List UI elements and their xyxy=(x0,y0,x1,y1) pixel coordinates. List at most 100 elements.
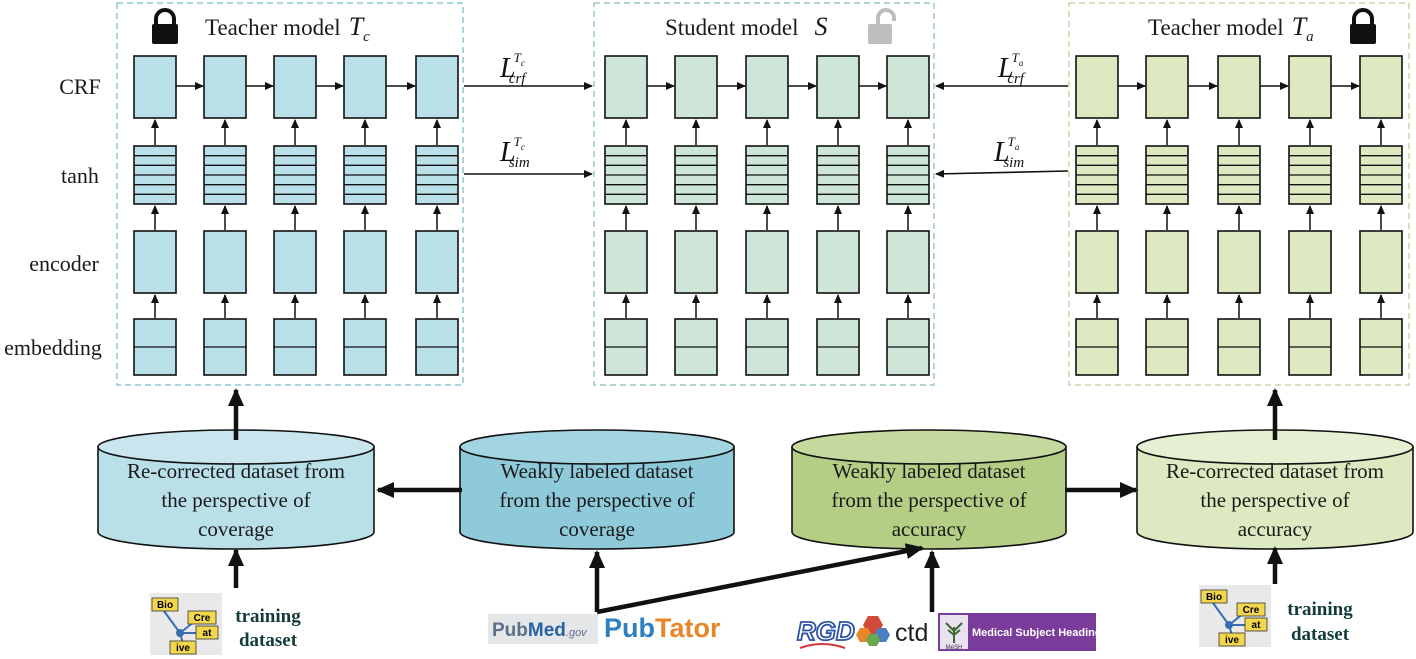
dataset-text-line: Re-corrected dataset from xyxy=(127,459,345,483)
encoder-cell xyxy=(604,230,648,294)
dataset-text-line: coverage xyxy=(198,517,274,541)
teacher-c-column xyxy=(343,55,416,376)
crf-cell xyxy=(1359,55,1403,119)
biocreative-logo: Bio Cre at ive xyxy=(150,593,222,655)
rgd-logo: RGD xyxy=(796,615,856,649)
dataset-text-line: accuracy xyxy=(892,517,967,541)
training-dataset-label-c: training xyxy=(235,606,301,627)
teacher-c-column xyxy=(415,55,459,376)
layer-label-crf: CRF xyxy=(59,74,101,99)
closed-lock-icon xyxy=(1350,8,1376,44)
svg-text:Cre: Cre xyxy=(1243,605,1260,616)
encoder-cell xyxy=(343,230,387,294)
student-column xyxy=(816,55,887,376)
svg-text:MeSH: MeSH xyxy=(946,645,963,651)
teacher-a-column xyxy=(1359,55,1403,376)
encoder-cell xyxy=(203,230,247,294)
layer-label-tanh: tanh xyxy=(61,163,99,188)
teacher-c-column xyxy=(273,55,344,376)
student-column xyxy=(886,55,930,376)
svg-text:Cre: Cre xyxy=(194,613,211,624)
dataset-text-line: the perspective of xyxy=(1200,488,1349,512)
encoder-cell xyxy=(1075,230,1119,294)
arrow-pub-to-weak-a xyxy=(596,543,924,615)
teacher-c-panel xyxy=(116,2,464,386)
dataset-text-line: from the perspective of xyxy=(831,488,1026,512)
encoder-cell xyxy=(1288,230,1332,294)
teacher-a-column xyxy=(1288,55,1360,376)
pubmed-logo: PubMed.gov xyxy=(488,614,598,644)
crf-cell xyxy=(203,55,247,119)
crf-cell xyxy=(1288,55,1332,119)
student-column xyxy=(745,55,817,376)
open-lock-icon xyxy=(868,8,896,44)
svg-text:ive: ive xyxy=(176,643,190,654)
svg-text:RGD: RGD xyxy=(797,616,855,646)
crf-cell xyxy=(674,55,718,119)
encoder-cell xyxy=(886,230,930,294)
model-cells xyxy=(133,55,1403,376)
crf-cell xyxy=(1075,55,1119,119)
training-dataset-label-c-2: dataset xyxy=(239,630,298,651)
student-column xyxy=(604,55,675,376)
ctd-logo: ctd xyxy=(856,616,928,647)
crf-cell xyxy=(1217,55,1261,119)
layer-label-embedding: embedding xyxy=(4,335,102,360)
encoder-cell xyxy=(273,230,317,294)
encoder-cell xyxy=(1145,230,1189,294)
layer-label-encoder: encoder xyxy=(29,251,99,276)
encoder-cell xyxy=(816,230,860,294)
dataset-text-line: Weakly labeled dataset xyxy=(500,459,693,483)
dataset-text-line: coverage xyxy=(559,517,635,541)
dataset-text-line: from the perspective of xyxy=(499,488,694,512)
biocreative-logo: Bio Cre at ive xyxy=(1199,585,1271,647)
training-dataset-label-a-2: dataset xyxy=(1291,624,1350,645)
svg-text:ive: ive xyxy=(1225,635,1239,646)
sim-loss-arrow-a xyxy=(935,169,1069,178)
crf-cell xyxy=(415,55,459,119)
teacher-a-column xyxy=(1075,55,1146,376)
teacher-a-column xyxy=(1217,55,1289,376)
recorrected-accuracy-dataset: Re-corrected dataset from the perspective… xyxy=(1136,429,1414,550)
encoder-cell xyxy=(745,230,789,294)
svg-text:PubMed.gov: PubMed.gov xyxy=(492,620,588,641)
student-column xyxy=(674,55,746,376)
svg-text:Bio: Bio xyxy=(157,600,173,611)
student-panel xyxy=(593,2,935,386)
dataset-cylinders: Re-corrected dataset from the perspective… xyxy=(97,429,1414,550)
closed-lock-icon xyxy=(152,8,178,44)
svg-text:ctd: ctd xyxy=(895,619,928,647)
encoder-cell xyxy=(674,230,718,294)
training-dataset-label-a: training xyxy=(1287,599,1353,620)
crf-cell xyxy=(886,55,930,119)
crf-cell xyxy=(133,55,177,119)
encoder-cell xyxy=(1217,230,1261,294)
encoder-cell xyxy=(133,230,177,294)
crf-cell xyxy=(273,55,317,119)
encoder-cell xyxy=(1359,230,1403,294)
teacher-c-column xyxy=(133,55,204,376)
crf-cell xyxy=(343,55,387,119)
mesh-logo: MeSH Medical Subject Headings xyxy=(938,613,1108,651)
svg-text:Medical Subject Headings: Medical Subject Headings xyxy=(972,627,1108,639)
crf-cell xyxy=(604,55,648,119)
dataset-text-line: the perspective of xyxy=(161,488,310,512)
teacher-c-column xyxy=(203,55,274,376)
weak-accuracy-dataset: Weakly labeled dataset from the perspecti… xyxy=(791,429,1067,550)
recorrected-coverage-dataset: Re-corrected dataset from the perspective… xyxy=(97,429,375,550)
crf-cell xyxy=(1145,55,1189,119)
dataset-text-line: Re-corrected dataset from xyxy=(1166,459,1384,483)
dataset-text-line: Weakly labeled dataset xyxy=(832,459,1025,483)
svg-text:at: at xyxy=(1252,620,1262,631)
svg-text:at: at xyxy=(203,628,213,639)
dataset-text-line: accuracy xyxy=(1238,517,1313,541)
svg-text:Bio: Bio xyxy=(1206,592,1222,603)
